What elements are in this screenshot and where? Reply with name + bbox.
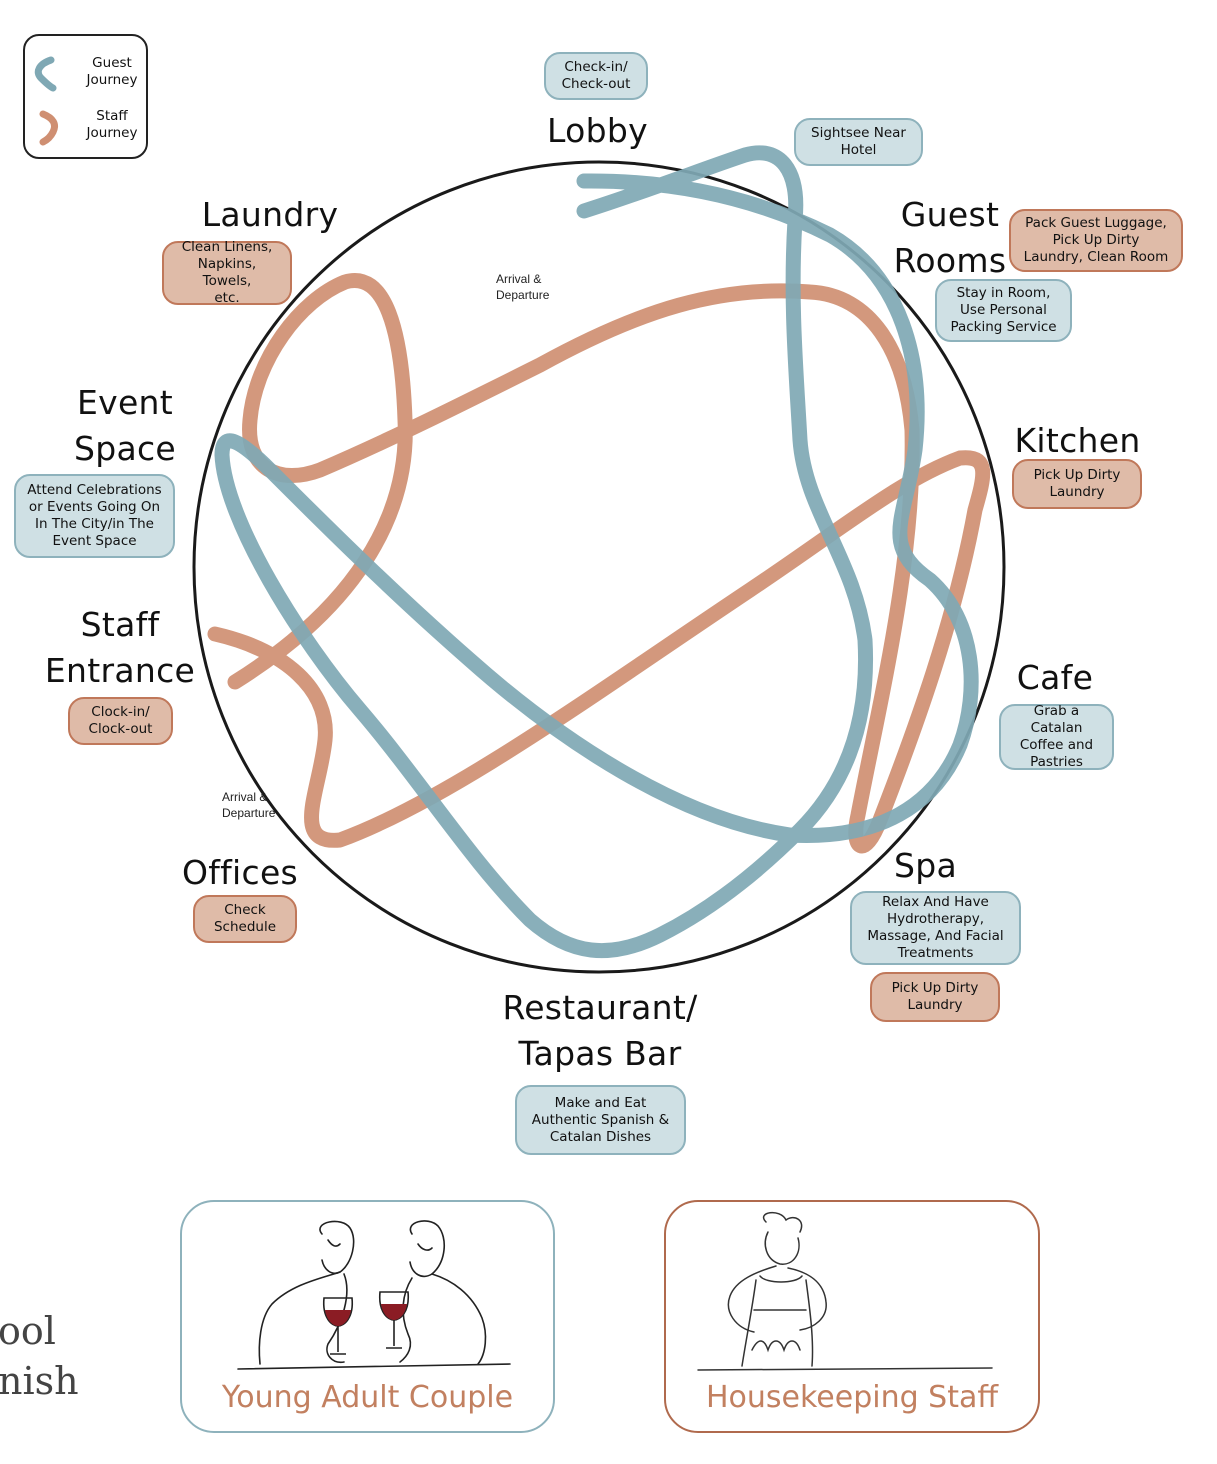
housekeeper-illustration-icon — [697, 1211, 993, 1371]
couple-with-wine-illustration-icon — [237, 1220, 511, 1370]
activity-event-space: Attend Celebrations or Events Going On I… — [14, 474, 175, 558]
staff-arrival-note: Arrival & Departure — [222, 790, 276, 820]
zone-staff-entrance: Staff Entrance — [44, 605, 196, 690]
guest-journey-path — [214, 145, 979, 959]
persona-card-guest: Young Adult Couple — [180, 1200, 555, 1433]
legend-guest-label: Guest Journey — [86, 55, 138, 88]
zone-spa: Spa — [893, 846, 958, 885]
zone-kitchen: Kitchen — [1014, 421, 1141, 460]
activity-clock-in: Clock-in/ Clock-out — [68, 697, 173, 745]
persona-staff-title: Housekeeping Staff — [705, 1380, 999, 1415]
guest-arrival-note: Arrival & Departure — [496, 272, 550, 302]
zone-laundry: Laundry — [201, 195, 339, 234]
activity-laundry-clean: Clean Linens, Napkins, Towels, etc. — [162, 239, 292, 306]
activity-restaurant: Make and Eat Authentic Spanish & Catalan… — [515, 1085, 686, 1155]
activity-kitchen-staff: Pick Up Dirty Laundry — [1012, 459, 1142, 509]
zone-lobby: Lobby — [547, 111, 648, 150]
staff-journey-path — [207, 273, 991, 854]
activity-guest-rooms-staff: Pack Guest Luggage, Pick Up Dirty Laundr… — [1009, 209, 1183, 272]
guest-journey-swatch-icon — [34, 56, 57, 92]
legend: Guest Journey Staff Journey — [23, 34, 148, 159]
persona-card-staff: Housekeeping Staff — [664, 1200, 1040, 1433]
legend-staff-label: Staff Journey — [86, 108, 138, 141]
zone-cafe: Cafe — [1016, 658, 1094, 697]
zone-offices: Offices — [181, 853, 299, 892]
zone-event-space: Event Space — [73, 383, 177, 468]
activity-spa-staff: Pick Up Dirty Laundry — [870, 972, 1000, 1022]
activity-check-schedule: Check Schedule — [193, 895, 297, 943]
zone-guest-rooms: Guest Rooms — [893, 195, 1007, 280]
staff-journey-swatch-icon — [39, 110, 59, 146]
activity-guest-rooms-guest: Stay in Room, Use Personal Packing Servi… — [935, 279, 1072, 342]
zone-restaurant: Restaurant/ Tapas Bar — [502, 988, 698, 1073]
persona-guest-title: Young Adult Couple — [221, 1380, 514, 1415]
activity-spa-guest: Relax And Have Hydrotherapy, Massage, An… — [850, 891, 1021, 965]
activity-lobby-checkin: Check-in/ Check-out — [544, 52, 648, 100]
activity-cafe: Grab a Catalan Coffee and Pastries — [999, 703, 1114, 770]
activity-sightsee: Sightsee Near Hotel — [794, 118, 923, 166]
cropped-side-text: ool nish — [0, 1309, 79, 1403]
hotel-circle — [192, 160, 1006, 974]
